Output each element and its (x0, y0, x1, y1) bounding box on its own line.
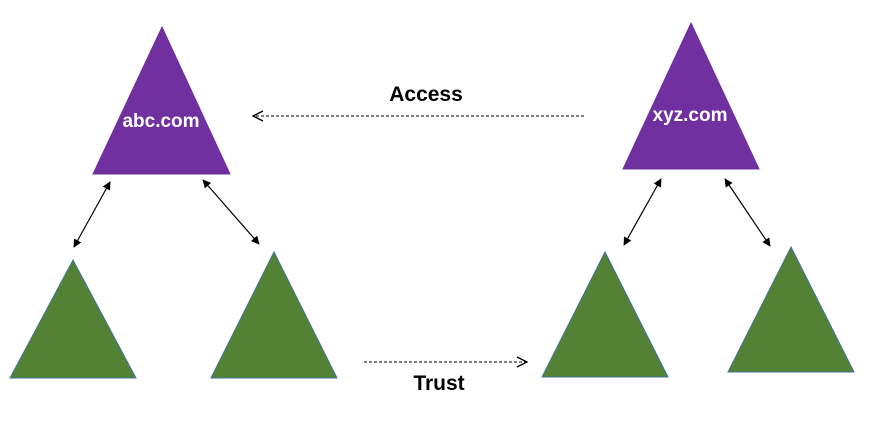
root-domain-abc-label: abc.com (122, 111, 199, 132)
xyz-root-to-right-child-link (724, 178, 771, 247)
root-domain-abc-triangle (92, 25, 231, 175)
trust-label: Trust (413, 372, 464, 395)
root-domain-xyz-label: xyz.com (653, 105, 728, 126)
child-domain-abc-left-triangle (9, 258, 137, 379)
access-label: Access (389, 83, 463, 106)
abc-root-to-left-child-link (73, 181, 111, 248)
root-domain-xyz-triangle (622, 21, 760, 170)
xyz-root-to-left-child-link (623, 178, 662, 246)
child-domain-xyz-left-triangle (541, 250, 669, 378)
child-domain-abc-right-triangle (210, 250, 338, 379)
child-domain-xyz-right-triangle (727, 245, 855, 373)
abc-root-to-right-child-link (202, 179, 260, 245)
